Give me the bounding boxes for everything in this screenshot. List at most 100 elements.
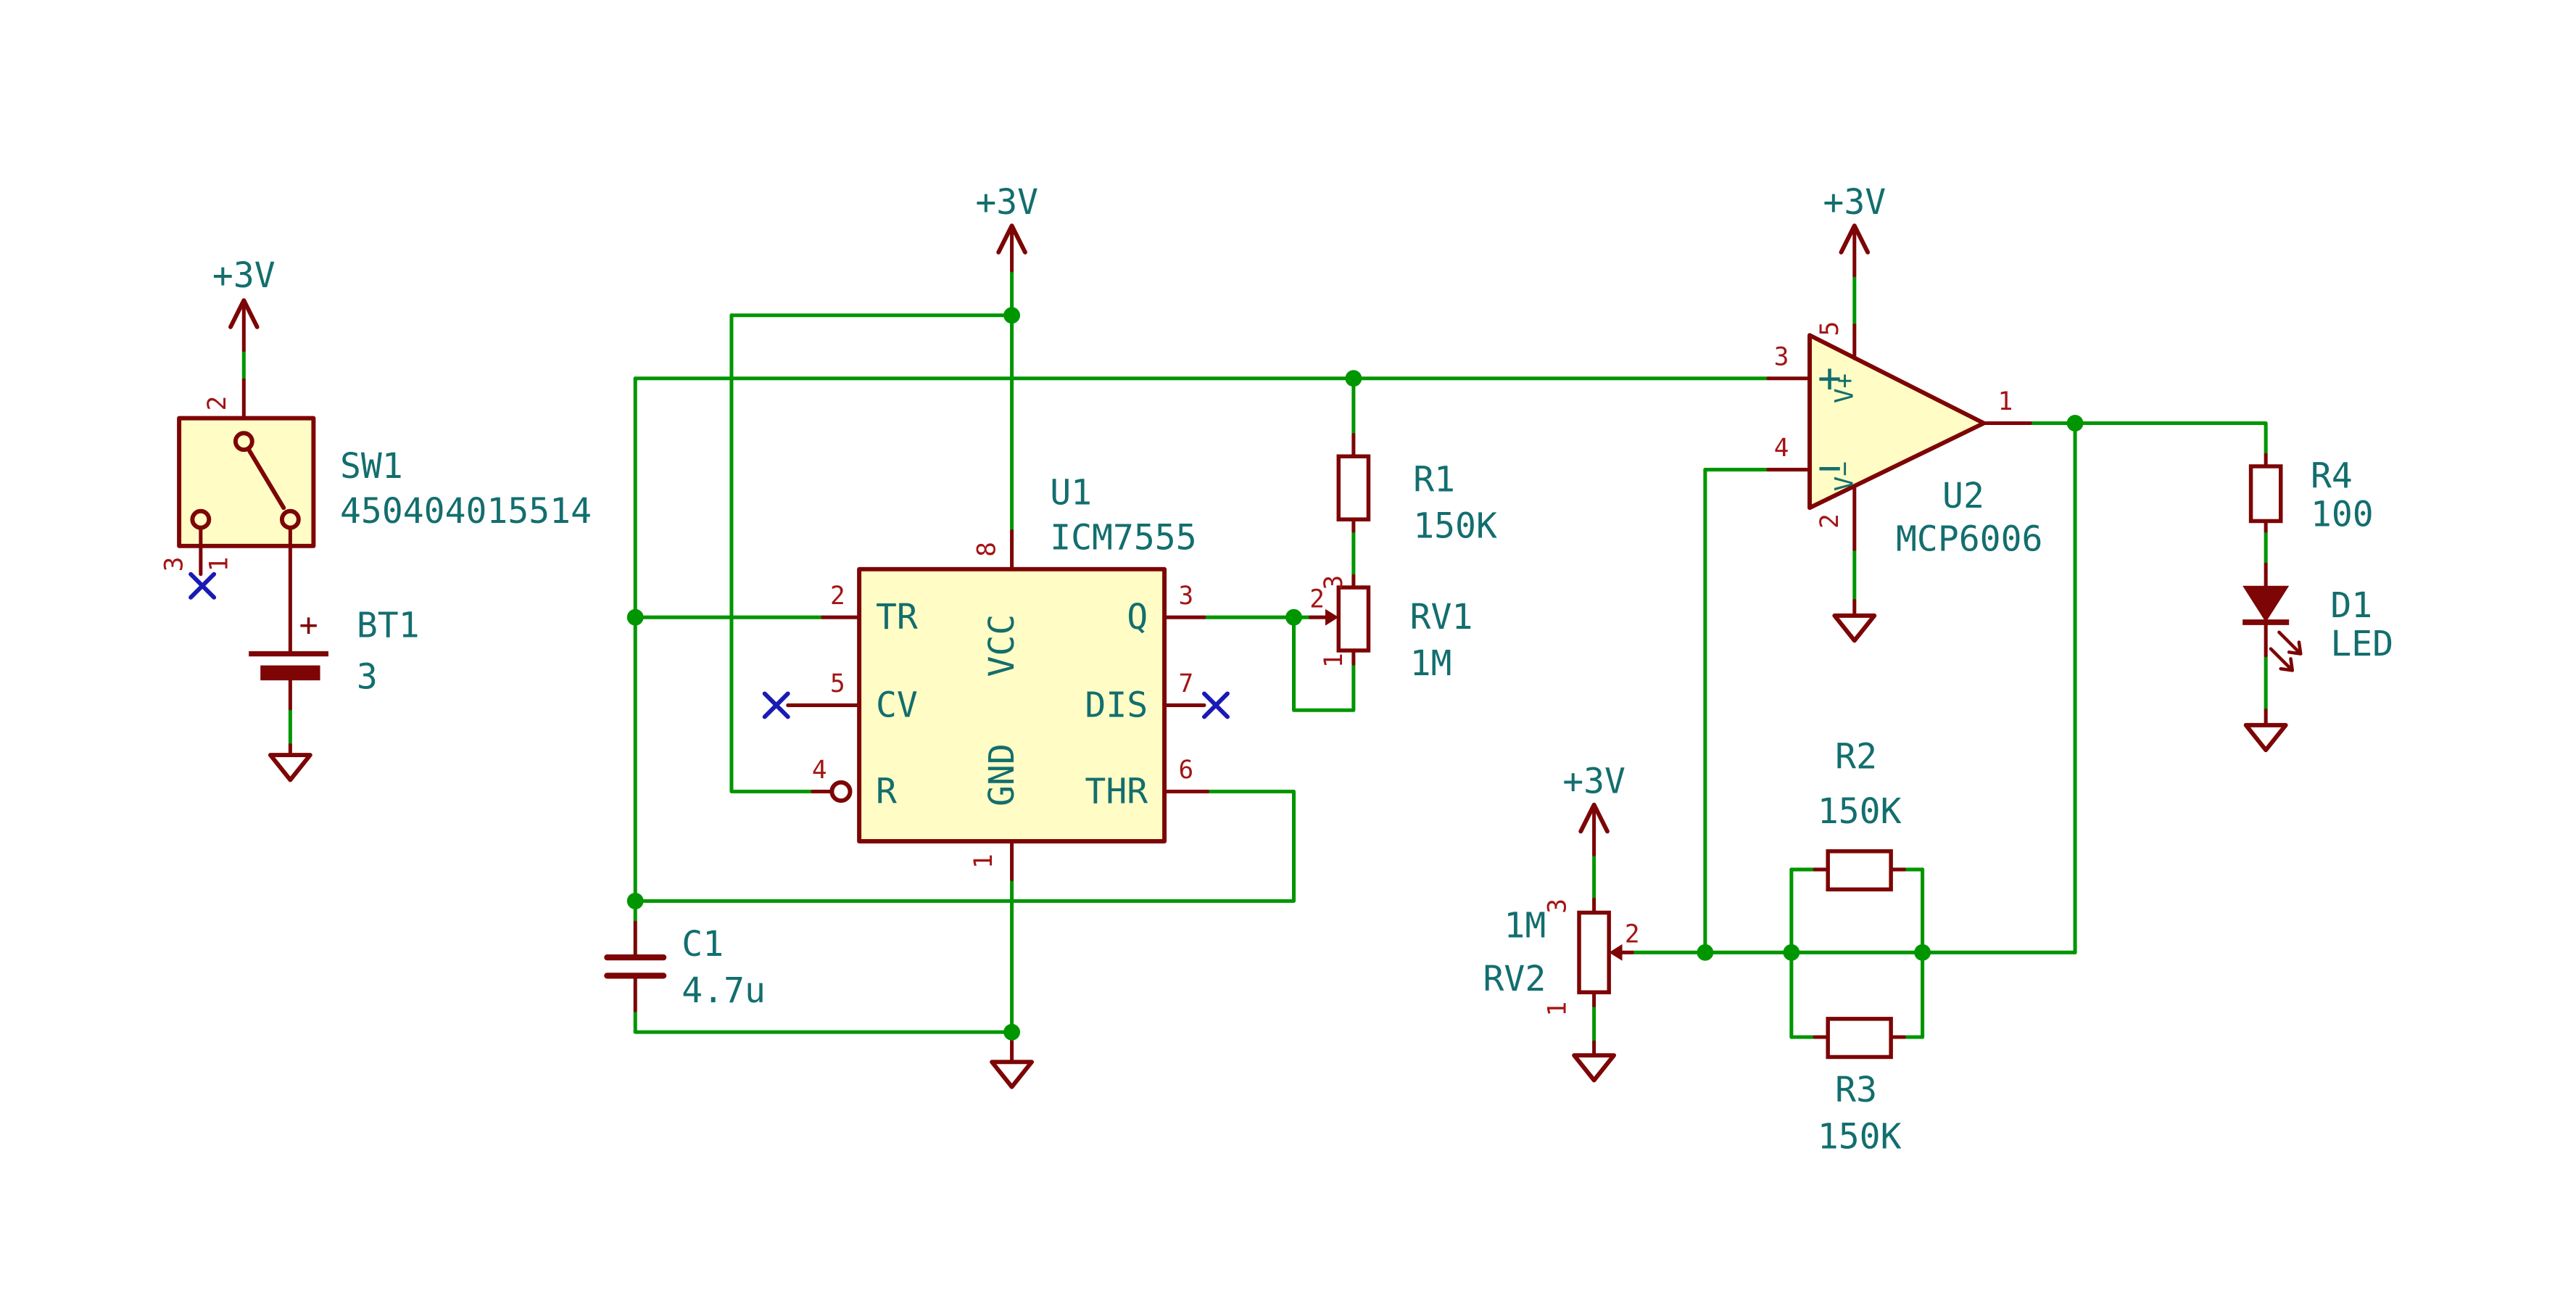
r3-value[interactable]: 150K — [1818, 1116, 1902, 1157]
component-r4[interactable]: R4 100 — [2248, 453, 2374, 535]
power-label[interactable]: +3V — [1823, 182, 1886, 223]
no-connect-icon — [762, 691, 790, 719]
r1-ref[interactable]: R1 — [1413, 459, 1455, 500]
d1-triangle[interactable] — [2242, 585, 2290, 623]
component-rv2[interactable]: 3 2 1 1M RV2 — [1483, 897, 1640, 1017]
power-flag-u1[interactable]: +3V — [975, 182, 1038, 273]
bt1-ref[interactable]: BT1 — [357, 606, 420, 646]
component-r3[interactable]: R3 150K — [1813, 1017, 1906, 1157]
sw1-lever — [247, 447, 286, 511]
sw1-contact — [233, 431, 254, 453]
wire[interactable] — [729, 313, 815, 793]
component-sw1[interactable]: 2 3 1 SW1 450404015514 — [160, 378, 592, 656]
u2-ref[interactable]: U2 — [1942, 476, 1984, 516]
u1-pin-name-r: R — [876, 771, 897, 812]
wire[interactable] — [633, 789, 1296, 903]
power-label[interactable]: +3V — [975, 182, 1038, 223]
sw1-ref[interactable]: SW1 — [340, 446, 403, 487]
junction-dot — [1783, 944, 1800, 961]
component-u1[interactable]: TR CV R Q DIS THR VCC GND 2 5 4 3 7 6 8 … — [786, 473, 1210, 882]
u1-pin-name-vcc: VCC — [982, 614, 1022, 677]
c1-ref[interactable]: C1 — [682, 924, 724, 965]
power-label[interactable]: +3V — [212, 255, 276, 296]
junctions — [626, 307, 2084, 1041]
u2-value[interactable]: MCP6006 — [1896, 519, 2042, 560]
component-bt1[interactable]: + BT1 3 — [249, 606, 420, 711]
component-c1[interactable]: C1 4.7u — [604, 920, 766, 1012]
rv2-body[interactable] — [1577, 910, 1611, 994]
rv1-ref[interactable]: RV1 — [1410, 597, 1473, 637]
r3-ref[interactable]: R3 — [1835, 1070, 1877, 1110]
no-connect-icon — [189, 571, 217, 600]
junction-dot — [2066, 415, 2084, 432]
u2-body[interactable] — [1807, 333, 1987, 511]
power-flag-u2[interactable]: +3V — [1823, 182, 1886, 278]
gnd-icon — [2243, 722, 2288, 753]
r2-value[interactable]: 150K — [1818, 791, 1902, 832]
gnd-u2[interactable] — [1832, 598, 1877, 643]
rv1-wiper-arrow-icon — [1325, 608, 1339, 626]
sw1-body[interactable] — [177, 416, 316, 548]
component-rv1[interactable]: 3 2 1 RV1 1M — [1308, 574, 1473, 684]
component-u2[interactable]: + − V+ V− 3 4 1 5 2 U2 MCP6006 — [1766, 321, 2043, 560]
power-flag-sw1[interactable]: +3V — [212, 255, 276, 352]
u2-minus-mark: − — [1818, 445, 1842, 491]
r1-value[interactable]: 150K — [1413, 505, 1497, 546]
wire[interactable] — [2028, 421, 2268, 457]
component-d1[interactable]: D1 LED — [2242, 562, 2393, 672]
gnd-d1[interactable] — [2243, 708, 2288, 753]
gnd-icon — [1832, 613, 1877, 643]
wire[interactable] — [633, 1008, 1014, 1034]
u1-value[interactable]: ICM7555 — [1050, 517, 1196, 558]
u1-pin-name-cv: CV — [876, 685, 918, 725]
rv2-ref[interactable]: RV2 — [1483, 959, 1546, 999]
r2-ref[interactable]: R2 — [1835, 736, 1877, 777]
no-connect-u1-cv — [762, 691, 790, 719]
gnd-bt1[interactable] — [268, 743, 312, 783]
sw1-pin2-number: 2 — [203, 396, 232, 411]
u1-pin-number-cv: 5 — [830, 669, 845, 698]
u1-pin-name-tr: TR — [876, 597, 918, 637]
gnd-rv2[interactable] — [1572, 1040, 1617, 1083]
no-connect-u1-dis — [1201, 691, 1230, 719]
bt1-value[interactable]: 3 — [357, 657, 378, 698]
rv1-value[interactable]: 1M — [1410, 643, 1452, 684]
sw1-value[interactable]: 450404015514 — [340, 491, 592, 532]
power-flag-rv2[interactable]: +3V — [1562, 761, 1625, 857]
u1-pin-number-gnd: 1 — [969, 854, 998, 869]
rv1-body[interactable] — [1336, 585, 1371, 653]
r4-body[interactable] — [2248, 464, 2283, 524]
component-r1[interactable]: R1 150K — [1336, 432, 1497, 547]
r2-body[interactable] — [1826, 849, 1893, 892]
d1-value[interactable]: LED — [2330, 624, 2393, 664]
junction-dot — [626, 892, 644, 909]
rv2-value[interactable]: 1M — [1504, 906, 1546, 946]
u1-pin-r-invert-bubble — [829, 780, 853, 803]
u1-pin-number-r: 4 — [812, 756, 827, 785]
r4-value[interactable]: 100 — [2311, 494, 2374, 535]
power-label[interactable]: +3V — [1562, 761, 1625, 802]
junction-dot — [1914, 944, 1931, 961]
d1-light-arrow-icon — [2269, 647, 2295, 672]
u2-pin4-number: 4 — [1774, 434, 1789, 463]
wire[interactable] — [1291, 615, 1356, 712]
u2-vminus-mark: V− — [1831, 461, 1860, 491]
gnd-icon — [1572, 1053, 1617, 1083]
r3-body[interactable] — [1826, 1017, 1893, 1060]
sw1-pin3-number: 3 — [160, 557, 189, 572]
c1-value[interactable]: 4.7u — [682, 970, 766, 1011]
r4-ref[interactable]: R4 — [2311, 456, 2353, 497]
u1-ref[interactable]: U1 — [1050, 473, 1092, 513]
bt1-plate-negative — [260, 665, 320, 681]
junction-dot — [1285, 608, 1302, 626]
rv2-pin3-number: 3 — [1544, 899, 1573, 914]
d1-ref[interactable]: D1 — [2330, 585, 2372, 626]
u2-pin3-number: 3 — [1774, 342, 1789, 371]
u1-pin-number-dis: 7 — [1178, 669, 1193, 698]
u2-pin5-number: 5 — [1815, 321, 1844, 337]
rv2-pin1-number: 1 — [1544, 1002, 1573, 1017]
r1-body[interactable] — [1336, 454, 1371, 521]
component-r2[interactable]: R2 150K — [1813, 736, 1906, 892]
